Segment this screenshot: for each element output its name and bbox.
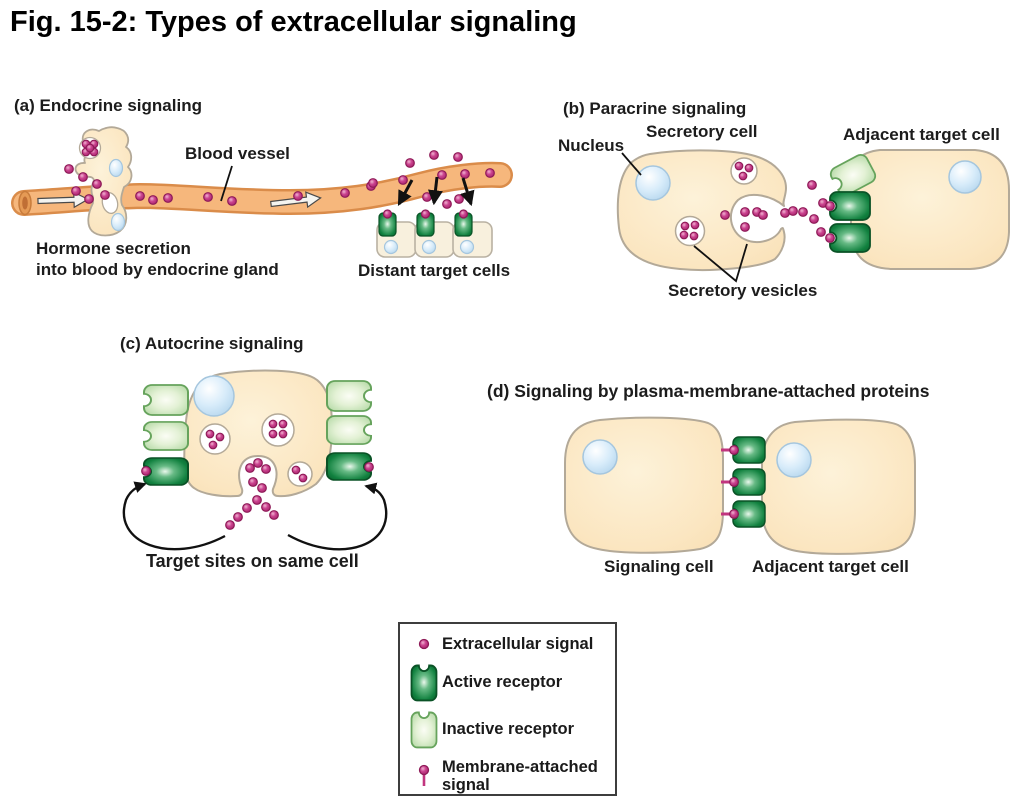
hormone-secretion-label-line1: Hormone secretion [36, 239, 191, 258]
bound-signal-dot [825, 233, 835, 243]
membrane-attached-signal-dot [729, 445, 739, 455]
blood-vessel-label: Blood vessel [185, 144, 290, 163]
nucleus [421, 239, 437, 255]
legend-item-inactive-receptor: Inactive receptor [406, 706, 609, 753]
panel-b-heading: (b) Paracrine signaling [563, 99, 747, 118]
bound-signal-dot [825, 201, 835, 211]
nucleus [635, 165, 671, 201]
secretory-vesicle [261, 413, 295, 447]
nucleus-label: Nucleus [558, 136, 625, 155]
legend-label: Extracellular signal [442, 634, 594, 653]
bound-signal-dot [458, 209, 469, 219]
active-receptor [829, 191, 871, 221]
secretory-vesicle [287, 461, 313, 487]
adjacent-target-cell-label: Adjacent target cell [843, 125, 1000, 144]
endocrine-gland [74, 126, 133, 237]
inactive-receptor [143, 384, 189, 416]
bound-signal-dot [141, 466, 151, 476]
gland-nucleus [110, 212, 126, 232]
nucleus-pointer-line [621, 152, 642, 176]
nucleus [948, 160, 982, 194]
autocrine-arrow-left [122, 481, 226, 551]
secretory-vesicle [199, 423, 231, 455]
inactive-receptor-icon [406, 711, 442, 749]
secretory-vesicles-label: Secretory vesicles [668, 281, 818, 300]
figure-title: Fig. 15-2: Types of extracellular signal… [10, 6, 577, 38]
legend-item-active-receptor: Active receptor [406, 659, 609, 706]
legend-item-extracellular-signal: Extracellular signal [406, 629, 609, 659]
secretory-vesicle [674, 215, 706, 247]
gland-nucleus [108, 158, 124, 178]
signal-dots-in-gland-vesicle [81, 139, 99, 157]
legend-box: Extracellular signal Active receptor Ina… [398, 622, 617, 796]
panel-d-membrane-diagram [564, 416, 916, 555]
nucleus [459, 239, 475, 255]
membrane-attached-signal-dot [729, 509, 739, 519]
distant-target-cells-label: Distant target cells [358, 261, 511, 280]
inactive-receptor [326, 415, 372, 446]
legend-label: Active receptor [442, 673, 563, 692]
panel-a-endocrine-diagram [11, 126, 513, 258]
panel-c-autocrine-diagram [122, 369, 388, 551]
signal-to-target-arrows [397, 176, 475, 207]
hormone-secretion-label-line2: into blood by endocrine gland [36, 260, 279, 279]
active-receptor-icon [406, 664, 442, 702]
adjacent-target-cell-label-d: Adjacent target cell [752, 557, 909, 576]
membrane-attached-signal-dot [729, 477, 739, 487]
blood-vessel-pointer-line [220, 165, 233, 202]
extracellular-signal-icon [406, 637, 442, 651]
membrane-attached-signal-icon [406, 764, 442, 788]
adjacent-target-cell [761, 418, 916, 555]
panel-d-heading: (d) Signaling by plasma-membrane-attache… [487, 381, 930, 401]
legend-label: Membrane-attached signal [442, 757, 598, 794]
panel-c-heading: (c) Autocrine signaling [120, 334, 304, 353]
signaling-cell-label: Signaling cell [604, 557, 714, 576]
signal-dots [64, 150, 495, 209]
nucleus [776, 442, 812, 478]
signaling-cell [564, 416, 724, 554]
legend-item-membrane-attached-signal: Membrane-attached signal [406, 753, 609, 799]
inactive-receptor [326, 380, 372, 412]
secretory-vesicles-pointer-lines [693, 243, 748, 283]
inactive-receptor [143, 420, 189, 451]
bound-signal-dot [382, 209, 393, 219]
active-receptor [829, 223, 871, 253]
nucleus [582, 439, 618, 475]
panel-b-paracrine-diagram [616, 149, 1010, 283]
bound-signal-dot [364, 462, 374, 472]
bound-signal-dot [420, 209, 431, 219]
nucleus [193, 375, 235, 417]
target-sites-label: Target sites on same cell [146, 551, 359, 571]
legend-label: Inactive receptor [442, 720, 575, 739]
autocrine-arrow-right [287, 482, 388, 551]
nucleus [383, 239, 399, 255]
distant-target-cells [376, 209, 493, 258]
signal-dots [205, 419, 308, 530]
adjacent-target-cell [850, 149, 1010, 270]
signal-dots [679, 161, 828, 241]
secretory-cell-label: Secretory cell [646, 122, 758, 141]
panel-a-heading: (a) Endocrine signaling [14, 96, 202, 115]
